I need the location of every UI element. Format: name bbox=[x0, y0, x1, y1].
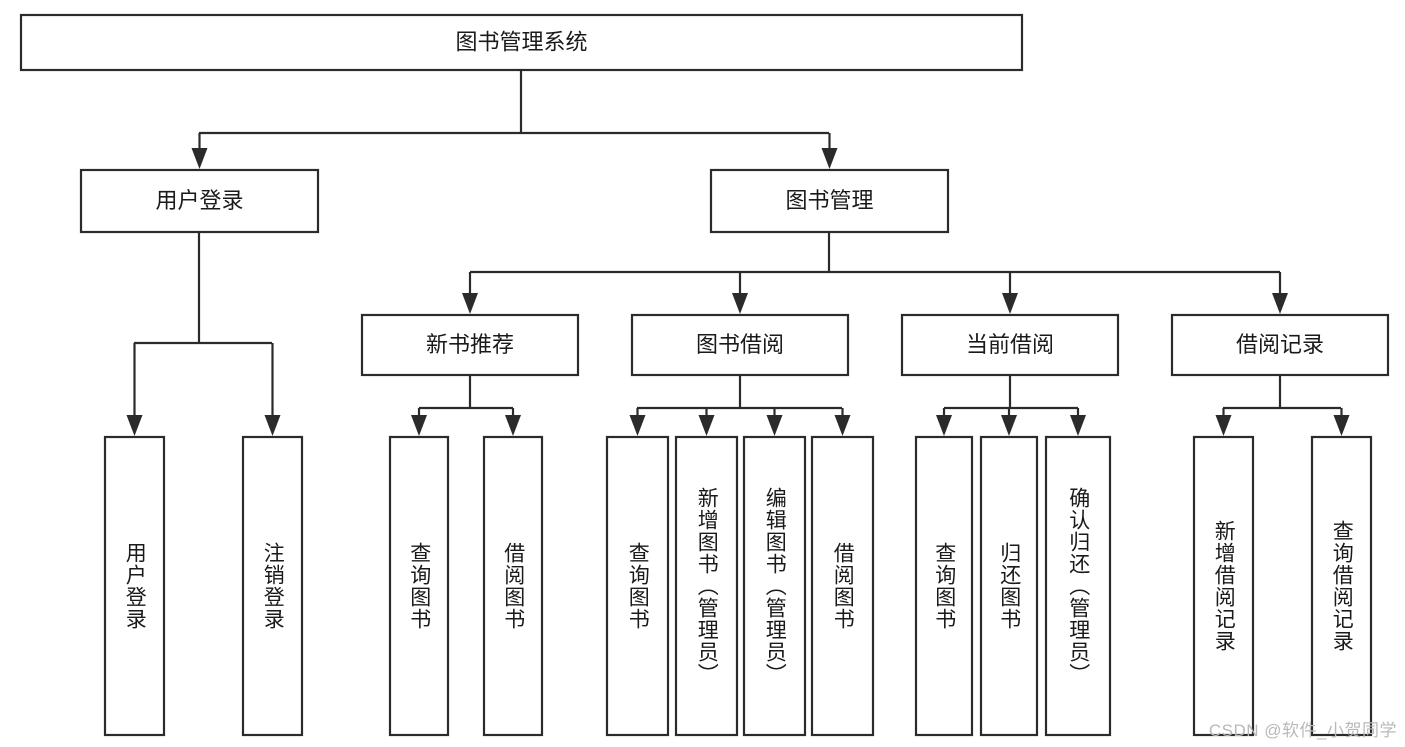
node-label-borrow-record: 借阅记录 bbox=[1236, 332, 1324, 357]
node-label-root: 图书管理系统 bbox=[455, 29, 587, 54]
arrow-to-leaf-add-record bbox=[1215, 408, 1232, 436]
arrow-head-icon bbox=[411, 415, 427, 436]
arrow-to-new-book-recommend bbox=[462, 272, 478, 314]
arrow-to-leaf-borrow-book bbox=[834, 408, 851, 436]
arrow-head-icon bbox=[821, 148, 838, 169]
connector-layer bbox=[126, 70, 1350, 436]
node-box-leaf-add-book[interactable] bbox=[674, 435, 739, 737]
arrow-to-leaf-query-book-cur bbox=[936, 408, 952, 436]
arrow-head-icon bbox=[505, 415, 521, 436]
node-label-leaf-add-record: 新增借阅记录 bbox=[1212, 520, 1236, 652]
node-box-book-borrow[interactable] bbox=[630, 313, 850, 377]
arrow-head-icon bbox=[766, 415, 783, 436]
node-box-book-manage[interactable] bbox=[709, 168, 950, 234]
arrow-to-leaf-user-login bbox=[126, 343, 143, 436]
node-box-leaf-add-record[interactable] bbox=[1192, 435, 1255, 737]
arrow-to-leaf-user-logout bbox=[264, 343, 281, 436]
arrow-head-icon bbox=[698, 415, 715, 436]
arrow-to-current-borrow bbox=[1002, 272, 1018, 314]
arrow-to-leaf-confirm-return bbox=[1070, 408, 1086, 436]
node-box-new-book-recommend[interactable] bbox=[360, 313, 580, 377]
node-box-leaf-query-book-cur[interactable] bbox=[914, 435, 974, 737]
arrow-head-icon bbox=[1272, 293, 1288, 314]
arrow-to-leaf-edit-book bbox=[766, 408, 783, 436]
arrow-to-leaf-query-book-rec bbox=[411, 408, 427, 436]
arrow-head-icon bbox=[1215, 415, 1232, 436]
node-label-leaf-query-book-rec: 查询图书 bbox=[407, 542, 431, 630]
arrow-head-icon bbox=[462, 293, 478, 314]
node-box-leaf-borrow-book[interactable] bbox=[810, 435, 875, 737]
node-box-leaf-query-record[interactable] bbox=[1310, 435, 1373, 737]
node-box-leaf-edit-book[interactable] bbox=[742, 435, 807, 737]
arrow-to-leaf-return-book bbox=[1001, 408, 1017, 436]
connector-group-current-borrow bbox=[944, 375, 1078, 410]
arrow-head-icon bbox=[834, 415, 851, 436]
node-label-leaf-return-book: 归还图书 bbox=[997, 542, 1021, 630]
connector-group-root bbox=[199, 70, 829, 135]
node-box-leaf-query-book-rec[interactable] bbox=[388, 435, 450, 737]
node-label-leaf-query-book-cur: 查询图书 bbox=[932, 542, 956, 630]
node-label-leaf-user-logout: 注销登录 bbox=[261, 542, 285, 630]
node-label-leaf-user-login: 用户登录 bbox=[123, 542, 147, 630]
node-label-leaf-add-book: 新增图书（管理员） bbox=[695, 487, 719, 685]
arrow-to-book-borrow bbox=[732, 272, 748, 314]
node-box-leaf-return-book[interactable] bbox=[979, 435, 1039, 737]
node-label-leaf-query-record: 查询借阅记录 bbox=[1330, 520, 1354, 652]
arrow-head-icon bbox=[1001, 415, 1017, 436]
node-label-leaf-edit-book: 编辑图书（管理员） bbox=[763, 487, 787, 685]
node-box-borrow-record[interactable] bbox=[1170, 313, 1390, 377]
arrow-to-leaf-add-book bbox=[698, 408, 715, 436]
arrow-to-book-manage bbox=[821, 133, 838, 169]
arrow-head-icon bbox=[1333, 415, 1350, 436]
arrow-to-leaf-query-book-borrow bbox=[629, 408, 646, 436]
arrow-head-icon bbox=[936, 415, 952, 436]
arrow-head-icon bbox=[629, 415, 646, 436]
arrow-to-leaf-query-record bbox=[1333, 408, 1350, 436]
arrow-to-leaf-borrow-book-rec bbox=[505, 408, 521, 436]
node-label-leaf-borrow-book: 借阅图书 bbox=[831, 542, 855, 630]
node-box-root[interactable] bbox=[19, 13, 1024, 72]
node-label-new-book-recommend: 新书推荐 bbox=[426, 332, 514, 357]
node-label-leaf-query-book-borrow: 查询图书 bbox=[626, 542, 650, 630]
connector-group-new-book-recommend bbox=[419, 375, 513, 410]
arrow-head-icon bbox=[732, 293, 748, 314]
arrow-head-icon bbox=[126, 415, 143, 436]
node-box-leaf-query-book-borrow[interactable] bbox=[605, 435, 670, 737]
arrow-to-user-login bbox=[191, 133, 208, 169]
arrow-to-borrow-record bbox=[1272, 272, 1288, 314]
connector-group-book-manage bbox=[470, 232, 1280, 274]
node-label-leaf-borrow-book-rec: 借阅图书 bbox=[501, 542, 525, 630]
arrow-head-icon bbox=[1070, 415, 1086, 436]
connector-group-user-login bbox=[134, 232, 272, 345]
node-label-book-manage: 图书管理 bbox=[785, 188, 873, 213]
arrow-head-icon bbox=[1002, 293, 1018, 314]
node-label-current-borrow: 当前借阅 bbox=[966, 332, 1054, 357]
arrow-head-icon bbox=[191, 148, 208, 169]
node-box-leaf-borrow-book-rec[interactable] bbox=[482, 435, 544, 737]
node-box-leaf-confirm-return[interactable] bbox=[1044, 435, 1112, 737]
node-box-current-borrow[interactable] bbox=[900, 313, 1120, 377]
node-label-user-login: 用户登录 bbox=[155, 188, 243, 213]
node-box-user-login[interactable] bbox=[79, 168, 320, 234]
connector-group-borrow-record bbox=[1223, 375, 1341, 410]
node-box-leaf-user-logout[interactable] bbox=[241, 435, 304, 737]
arrow-head-icon bbox=[264, 415, 281, 436]
node-label-leaf-confirm-return: 确认归还（管理员） bbox=[1066, 487, 1090, 685]
node-box-layer bbox=[19, 13, 1390, 737]
node-box-leaf-user-login[interactable] bbox=[103, 435, 166, 737]
node-label-book-borrow: 图书借阅 bbox=[696, 332, 784, 357]
connector-group-book-borrow bbox=[637, 375, 842, 410]
